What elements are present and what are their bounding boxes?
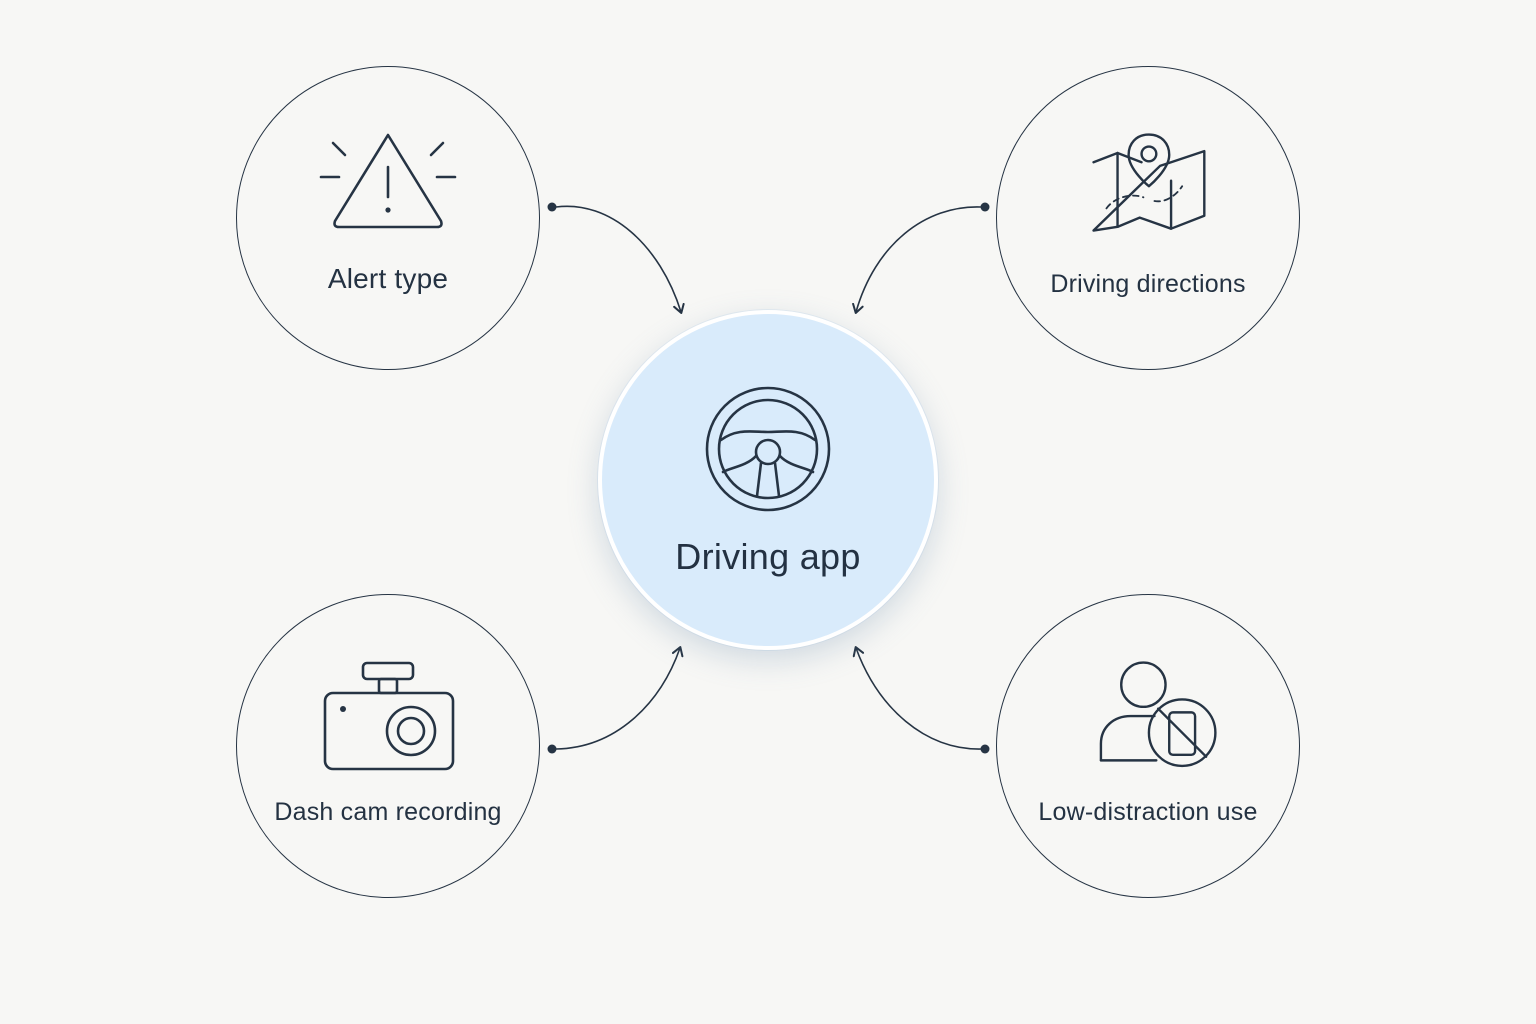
connector-dash-cam-recording <box>547 646 684 754</box>
center-node-driving-app: Driving app <box>598 310 938 650</box>
connector-alert-type <box>547 202 685 314</box>
connector-driving-directions <box>852 202 990 314</box>
node-label: Low-distraction use <box>1038 798 1258 826</box>
center-label: Driving app <box>675 536 861 577</box>
node-label: Alert type <box>327 263 449 294</box>
node-driving-directions: Driving directions <box>996 66 1300 370</box>
node-dash-cam-recording: Dash cam recording <box>236 594 540 898</box>
node-alert-type: Alert type <box>236 66 540 370</box>
steering-wheel-icon <box>705 386 831 512</box>
warning-triangle-icon <box>319 133 457 229</box>
node-label: Dash cam recording <box>274 798 502 826</box>
map-pin-icon <box>1092 133 1206 232</box>
connector-low-distraction-use <box>852 646 990 754</box>
dash-camera-icon <box>323 661 455 771</box>
node-low-distraction-use: Low-distraction use <box>996 594 1300 898</box>
no-phone-person-icon <box>1099 661 1217 768</box>
node-label: Driving directions <box>1050 270 1246 298</box>
